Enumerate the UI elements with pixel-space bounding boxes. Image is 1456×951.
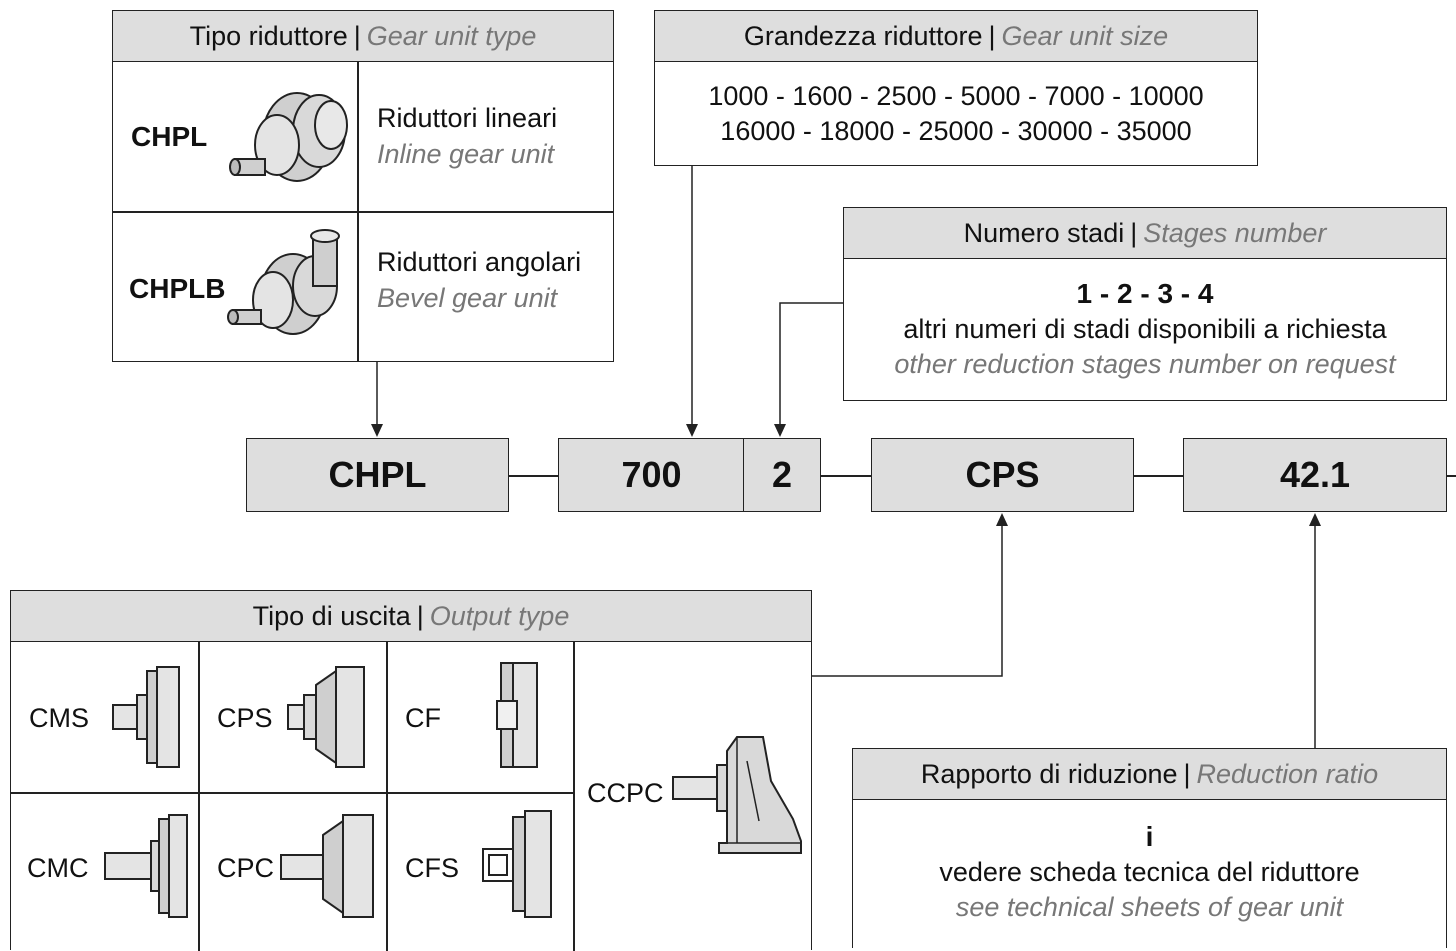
code-box-output: CPS	[871, 438, 1134, 512]
gear-type-label-en-inline: Inline gear unit	[377, 139, 555, 169]
stages-title-it: Numero stadi	[963, 217, 1125, 248]
ccpc-output-icon	[672, 736, 802, 854]
connector-output-ratio	[1134, 475, 1183, 477]
ratio-title-en: Reduction ratio	[1196, 758, 1379, 789]
output-type-title-en: Output type	[429, 600, 570, 631]
code-box-size: 700	[558, 438, 745, 512]
cf-output-icon	[496, 662, 538, 768]
output-type-box: Tipo di uscita | Output type CMS CPS CF …	[10, 590, 812, 951]
output-label-cf: CF	[405, 703, 441, 733]
gear-size-title-en: Gear unit size	[1001, 20, 1169, 51]
gear-type-title-it: Tipo riduttore	[189, 20, 348, 51]
ratio-note-en: see technical sheets of gear unit	[955, 892, 1344, 922]
gear-type-label-en-bevel: Bevel gear unit	[377, 283, 558, 313]
stages-note-it: altri numeri di stadi disponibili a rich…	[903, 314, 1387, 344]
stages-title-en: Stages number	[1143, 217, 1327, 248]
bevel-gear-unit-icon	[227, 229, 340, 335]
gear-type-box: Tipo riduttore | Gear unit type CHPL Rid…	[112, 10, 614, 362]
cps-output-icon	[287, 666, 365, 768]
code-box-stages: 2	[743, 438, 821, 512]
output-label-cpc: CPC	[217, 853, 275, 883]
gear-type-label-it-bevel: Riduttori angolari	[377, 247, 582, 277]
cpc-output-icon	[280, 814, 374, 918]
code-box-type: CHPL	[246, 438, 509, 512]
cfs-output-icon	[482, 810, 552, 918]
stages-box: Numero stadi | Stages number 1 - 2 - 3 -…	[843, 207, 1447, 401]
stages-title-sep: |	[1130, 217, 1138, 248]
ratio-title-sep: |	[1183, 758, 1191, 789]
gear-size-box: Grandezza riduttore | Gear unit size 100…	[654, 10, 1258, 166]
output-label-cms: CMS	[29, 703, 89, 733]
ratio-note-it: vedere scheda tecnica del riduttore	[939, 857, 1360, 887]
gear-size-title-sep: |	[988, 20, 996, 51]
output-type-title-sep: |	[416, 600, 424, 631]
output-label-cmc: CMC	[27, 853, 89, 883]
gear-type-label-it-inline: Riduttori lineari	[377, 103, 558, 133]
gear-size-title-it: Grandezza riduttore	[743, 20, 983, 51]
inline-gear-unit-icon	[229, 92, 348, 182]
arrow-stages	[779, 302, 843, 424]
arrow-output-type	[811, 526, 1003, 677]
gear-size-header: Grandezza riduttore | Gear unit size	[655, 11, 1257, 62]
output-label-cfs: CFS	[405, 853, 459, 883]
output-type-header: Tipo di uscita | Output type	[11, 591, 811, 642]
code-box-ratio: 42.1	[1183, 438, 1447, 512]
gear-size-line-1: 1000 - 1600 - 2500 - 5000 - 7000 - 10000	[708, 81, 1204, 111]
ratio-symbol: i	[1145, 821, 1154, 852]
stages-values: 1 - 2 - 3 - 4	[1076, 278, 1214, 309]
gear-type-code-chpl: CHPL	[131, 121, 208, 152]
output-label-cps: CPS	[217, 703, 273, 733]
cmc-output-icon	[104, 814, 188, 918]
output-type-title-it: Tipo di uscita	[252, 600, 411, 631]
stages-note-en: other reduction stages number on request	[894, 349, 1396, 379]
gear-type-header: Tipo riduttore | Gear unit type	[113, 11, 613, 62]
cms-output-icon	[112, 666, 180, 768]
gear-type-title-sep: |	[353, 20, 361, 51]
gear-size-line-2: 16000 - 18000 - 25000 - 30000 - 35000	[720, 116, 1192, 146]
ratio-title-it: Rapporto di riduzione	[920, 758, 1178, 789]
gear-type-code-chplb: CHPLB	[129, 273, 226, 304]
connector-ratio-end	[1447, 475, 1456, 477]
ratio-box: Rapporto di riduzione | Reduction ratio …	[852, 748, 1447, 948]
output-label-ccpc: CCPC	[587, 778, 664, 808]
gear-type-title-en: Gear unit type	[366, 20, 537, 51]
stages-header: Numero stadi | Stages number	[844, 208, 1446, 259]
connector-type-size	[509, 475, 558, 477]
connector-stages-output	[821, 475, 871, 477]
ratio-header: Rapporto di riduzione | Reduction ratio	[853, 749, 1446, 800]
